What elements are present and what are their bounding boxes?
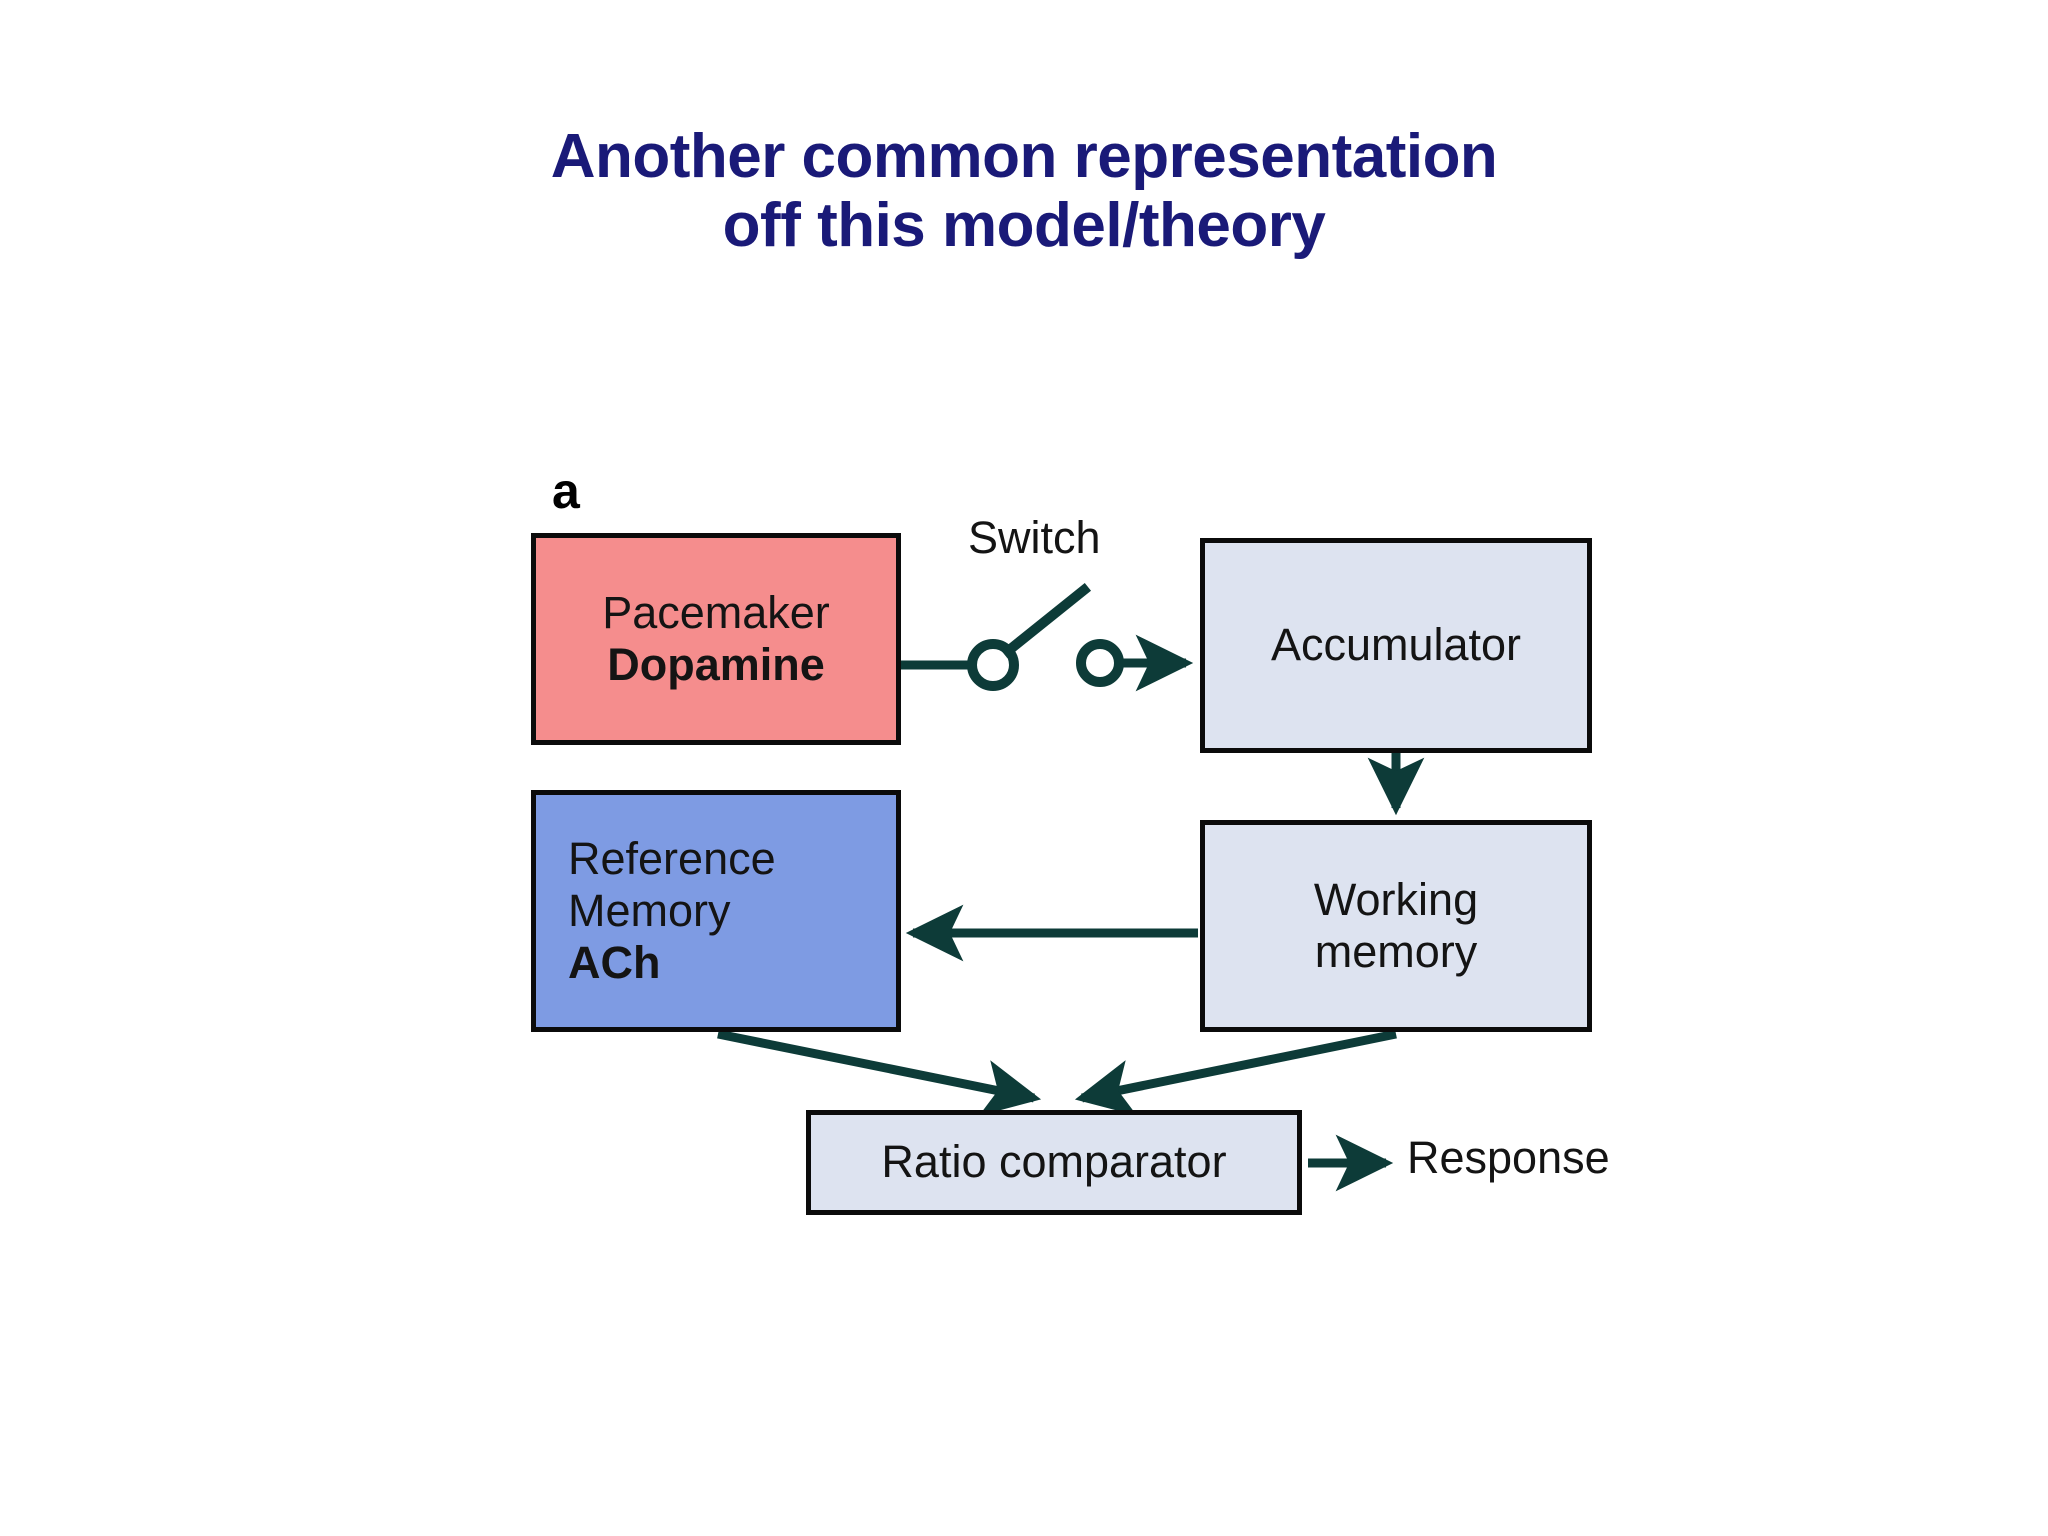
- page-title-line-2: off this model/theory: [722, 191, 1326, 261]
- node-working-memory-line-1: Working: [1313, 873, 1479, 925]
- node-ratio-comparator[interactable]: Ratio comparator: [806, 1110, 1302, 1215]
- node-ratio-comparator-line-1: Ratio comparator: [881, 1136, 1227, 1188]
- node-working-memory[interactable]: Working memory: [1200, 820, 1592, 1032]
- node-reference-memory-line-2: Memory: [568, 884, 731, 936]
- node-reference-memory-line-1: Reference: [568, 832, 776, 884]
- switch-symbol: [967, 582, 1124, 691]
- node-accumulator-line-1: Accumulator: [1270, 619, 1522, 671]
- node-pacemaker-line-2: Dopamine: [607, 639, 825, 690]
- node-working-memory-line-2: memory: [1314, 926, 1478, 977]
- node-reference-memory-line-3: ACh: [568, 937, 661, 989]
- label-switch: Switch: [968, 512, 1101, 563]
- page-title: Another common representation off this m…: [0, 122, 2048, 261]
- node-accumulator[interactable]: Accumulator: [1200, 538, 1592, 753]
- page-title-line-1: Another common representation: [550, 122, 1498, 191]
- node-reference-memory[interactable]: Reference Memory ACh: [531, 790, 901, 1032]
- label-response: Response: [1407, 1132, 1610, 1183]
- node-pacemaker[interactable]: Pacemaker Dopamine: [531, 533, 901, 745]
- connector-reference-memory-to-ratio-comparator: [717, 1029, 1042, 1116]
- panel-letter-a: a: [552, 463, 580, 519]
- connector-working-memory-to-ratio-comparator: [1074, 1029, 1397, 1116]
- node-pacemaker-line-1: Pacemaker: [602, 586, 830, 638]
